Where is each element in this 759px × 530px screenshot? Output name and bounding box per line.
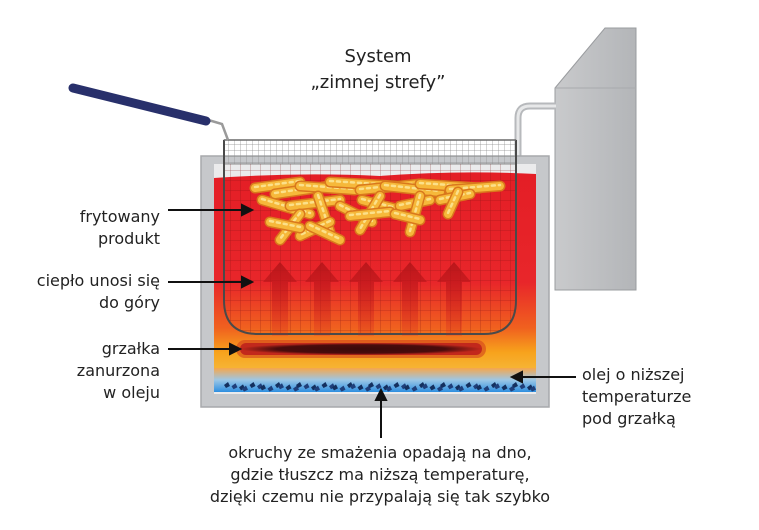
label-cold-oil-line-2: temperaturze — [582, 387, 692, 406]
basket-handle — [68, 83, 230, 141]
crumb — [242, 385, 248, 392]
crumb — [375, 383, 382, 390]
crumb — [494, 383, 500, 390]
pointer-lines — [168, 203, 576, 438]
crumb — [314, 385, 320, 392]
crumb — [422, 383, 428, 390]
crumb — [260, 384, 266, 391]
label-cold-oil-line-3: pod grzałką — [582, 409, 676, 428]
crumb — [512, 382, 518, 388]
crumb — [429, 384, 436, 391]
title-line-1: System — [344, 46, 412, 67]
crumb — [231, 383, 238, 390]
label-heater-line-3: w oleju — [103, 383, 160, 402]
label-crumbs-line-2: gdzie tłuszcz ma niższą temperaturę, — [230, 465, 530, 484]
crumb — [249, 382, 256, 388]
crumb — [267, 385, 274, 392]
fry-stick — [249, 176, 306, 194]
crumb — [440, 382, 446, 388]
fry-stick — [264, 216, 306, 234]
crumb — [501, 384, 508, 391]
crumb — [303, 383, 310, 390]
crumb — [483, 385, 490, 392]
diagram-title: System „zimnej strefy” — [298, 44, 458, 96]
crumb — [411, 385, 418, 392]
crumb — [357, 384, 364, 391]
crumb — [447, 383, 454, 390]
label-crumbs-line-3: dzięki czemu nie przypalają się tak szyb… — [209, 487, 551, 506]
label-cold-oil-line-1: olej o niższej — [582, 365, 685, 384]
crumb — [350, 383, 356, 390]
crumbs — [224, 382, 536, 392]
crumb — [476, 384, 482, 391]
crumb — [321, 382, 328, 388]
fry-stick — [389, 208, 426, 226]
label-product-line-2: produkt — [97, 229, 160, 248]
label-product-line-1: frytowany — [79, 207, 160, 226]
crumb — [530, 385, 536, 392]
crumb — [285, 384, 292, 391]
arrow-up-icon — [349, 262, 383, 336]
cold-oil-zone — [214, 368, 536, 392]
arrow-up-icon — [393, 262, 427, 336]
fry-stick — [344, 206, 396, 222]
arrow-up-icon — [263, 262, 297, 336]
label-heater-line-2: zanurzona — [76, 361, 160, 380]
crumb — [224, 382, 230, 388]
label-heat-line-2: do góry — [98, 293, 160, 312]
label-heat-line-1: ciepło unosi się — [36, 271, 160, 290]
fry-stick — [442, 186, 464, 220]
label-heat: ciepło unosi się do góry — [0, 270, 160, 314]
crumb — [332, 384, 338, 391]
crumb — [393, 382, 400, 388]
label-heater-line-1: grzałka — [101, 339, 160, 358]
crumb — [386, 385, 392, 392]
fry-stick — [304, 220, 346, 246]
crumb — [296, 382, 302, 388]
arrow-up-icon — [437, 262, 471, 336]
heater-element-icon — [236, 340, 486, 358]
crumb — [339, 385, 346, 392]
label-product: frytowany produkt — [20, 206, 160, 250]
crumb — [465, 382, 472, 388]
crumb — [368, 382, 374, 388]
title-line-2: „zimnej strefy” — [310, 72, 446, 93]
crumb — [278, 383, 284, 390]
label-cold-oil: olej o niższej temperaturze pod grzałką — [582, 364, 752, 430]
arrow-up-icon — [305, 262, 339, 336]
fried-product — [249, 176, 506, 246]
crumb — [404, 384, 410, 391]
heat-arrows — [263, 262, 471, 336]
label-crumbs-line-1: okruchy ze smażenia opadają na dno, — [228, 443, 532, 462]
control-box-icon — [554, 27, 637, 291]
label-heater: grzałka zanurzona w oleju — [20, 338, 160, 404]
label-crumbs: okruchy ze smażenia opadają na dno, gdzi… — [180, 442, 580, 508]
crumb — [458, 385, 464, 392]
crumb — [519, 383, 526, 390]
